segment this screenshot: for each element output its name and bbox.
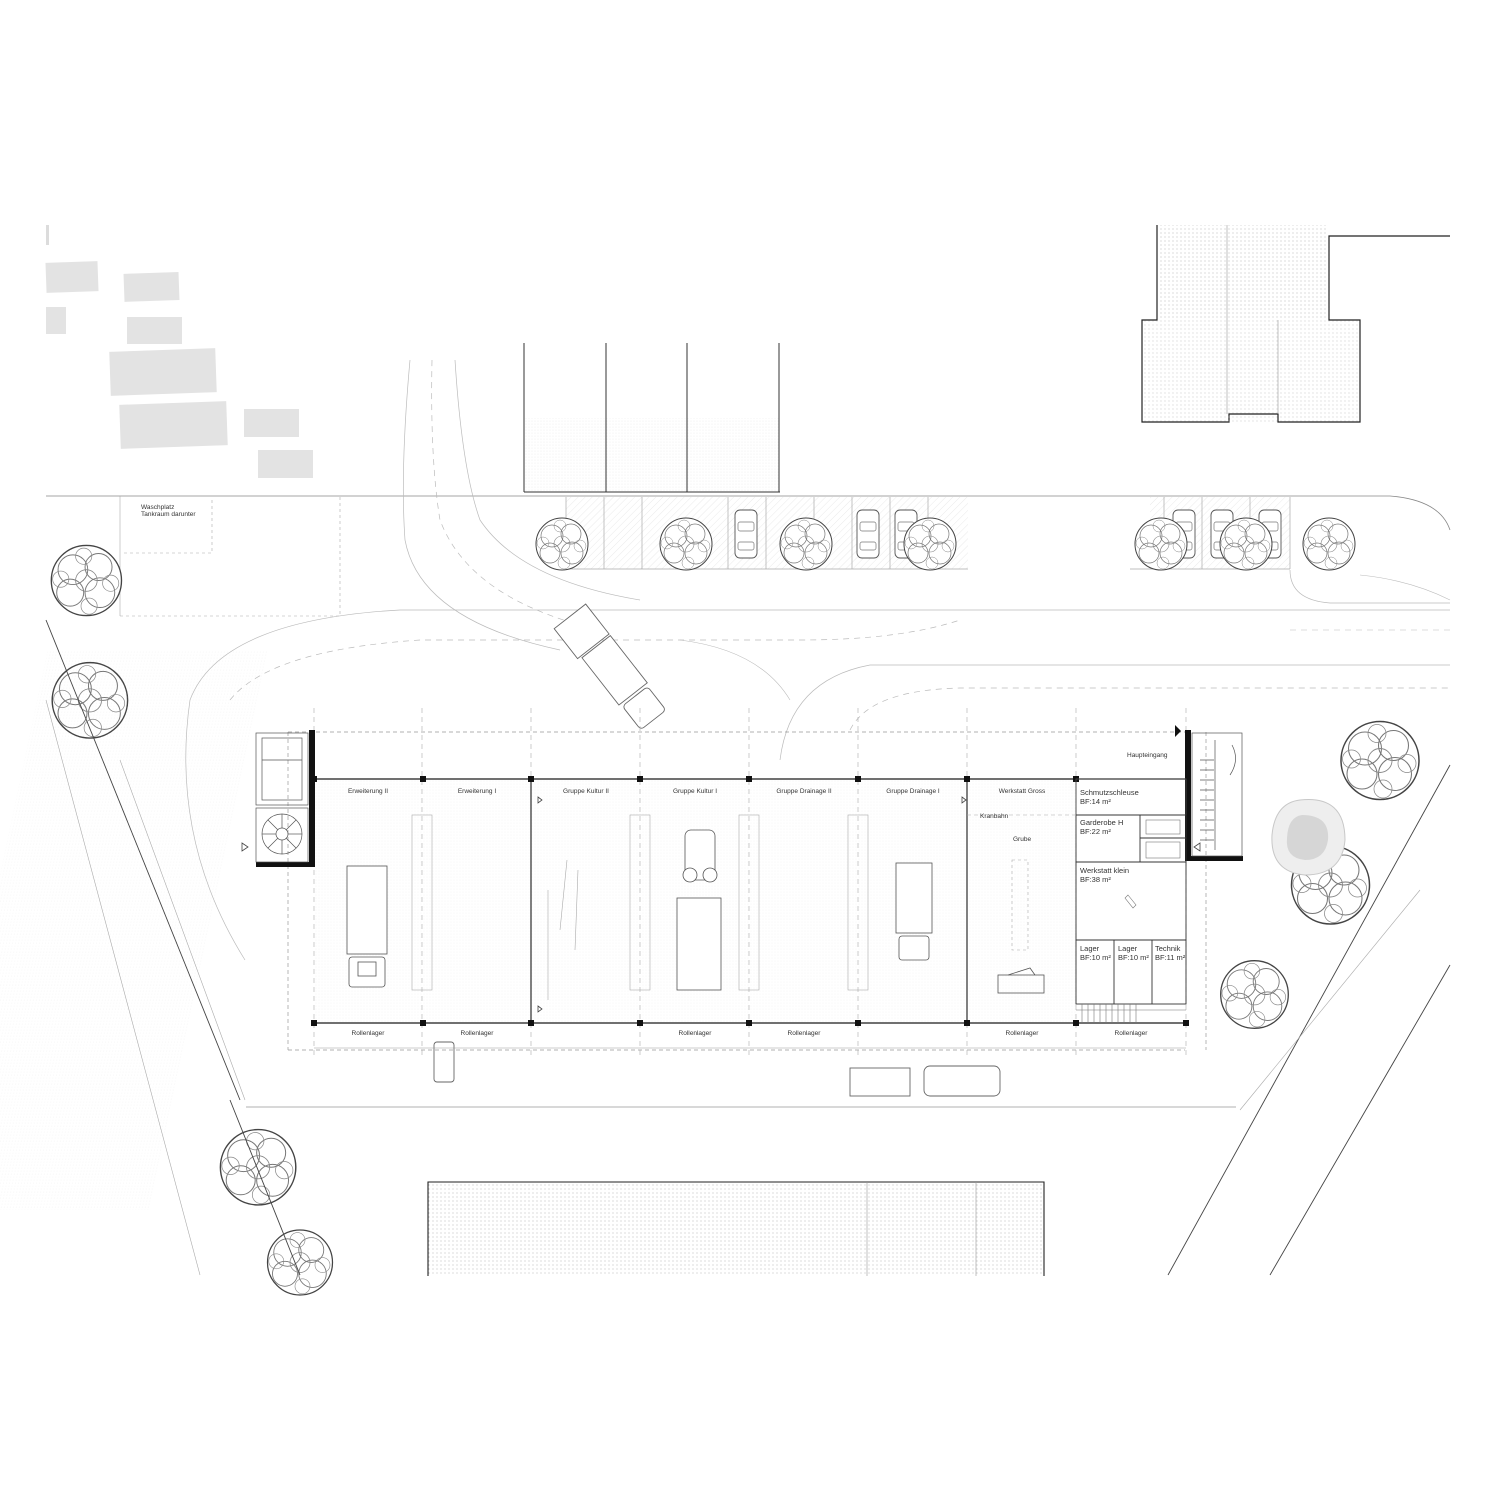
- south-building: [427, 1181, 1045, 1276]
- vehicles-outside: [433, 603, 1001, 1097]
- neighbour-buildings-northwest: [45, 225, 313, 478]
- room-lager-2: Lager BF:10 m²: [1118, 944, 1149, 962]
- bay-label-kultur-2: Gruppe Kultur II: [563, 788, 609, 795]
- bay-label-drainage-1: Gruppe Drainage I: [886, 788, 940, 795]
- room-name: Lager: [1118, 944, 1138, 953]
- storage-label: Rollenlager: [1005, 1030, 1039, 1037]
- storage-label: Rollenlager: [787, 1030, 821, 1037]
- room-werkstatt-klein: Werkstatt klein BF:38 m²: [1080, 866, 1130, 884]
- room-name: Technik: [1155, 944, 1181, 953]
- bay-label-werkstatt-gross: Werkstatt Gross: [998, 788, 1046, 795]
- room-name: Lager: [1080, 944, 1100, 953]
- grube-label: Grube: [1013, 836, 1032, 843]
- pond: [1271, 799, 1346, 876]
- neighbour-building-northeast: [1141, 225, 1450, 423]
- room-area: BF:10 m²: [1080, 952, 1111, 962]
- bay-label-erweiterung-1: Erweiterung I: [457, 788, 497, 795]
- storage-label: Rollenlager: [678, 1030, 712, 1037]
- room-area: BF:38 m²: [1080, 874, 1111, 884]
- room-area: BF:10 m²: [1118, 952, 1149, 962]
- room-technik: Technik BF:11 m²: [1155, 944, 1186, 962]
- waschplatz-line1: Waschplatz: [141, 504, 175, 511]
- room-schmutzschleuse: Schmutzschleuse BF:14 m²: [1080, 788, 1139, 806]
- room-lager-1: Lager BF:10 m²: [1080, 944, 1111, 962]
- room-name: Schmutzschleuse: [1080, 788, 1139, 797]
- kranbahn-label: Kranbahn: [980, 813, 1009, 820]
- bay-label-erweiterung-2: Erweiterung II: [347, 788, 389, 795]
- haupteingang-label: Haupteingang: [1127, 752, 1168, 759]
- room-area: BF:14 m²: [1080, 796, 1111, 806]
- room-name: Garderobe H: [1080, 818, 1124, 827]
- waschplatz-label: Waschplatz Tankraum darunter: [141, 504, 196, 519]
- slope-lines: [0, 619, 1451, 1276]
- bay-label-drainage-2: Gruppe Drainage II: [776, 788, 832, 795]
- storage-label: Rollenlager: [460, 1030, 494, 1037]
- carport-structure: [523, 343, 780, 493]
- main-building: [241, 708, 1243, 1055]
- room-garderobe: Garderobe H BF:22 m²: [1080, 818, 1124, 836]
- room-name: Werkstatt klein: [1080, 866, 1130, 875]
- storage-label: Rollenlager: [351, 1030, 385, 1037]
- waschplatz-line2: Tankraum darunter: [141, 511, 196, 519]
- bay-label-kultur-1: Gruppe Kultur I: [672, 788, 718, 795]
- room-area: BF:22 m²: [1080, 826, 1111, 836]
- storage-label: Rollenlager: [1114, 1030, 1148, 1037]
- room-area: BF:11 m²: [1155, 952, 1186, 962]
